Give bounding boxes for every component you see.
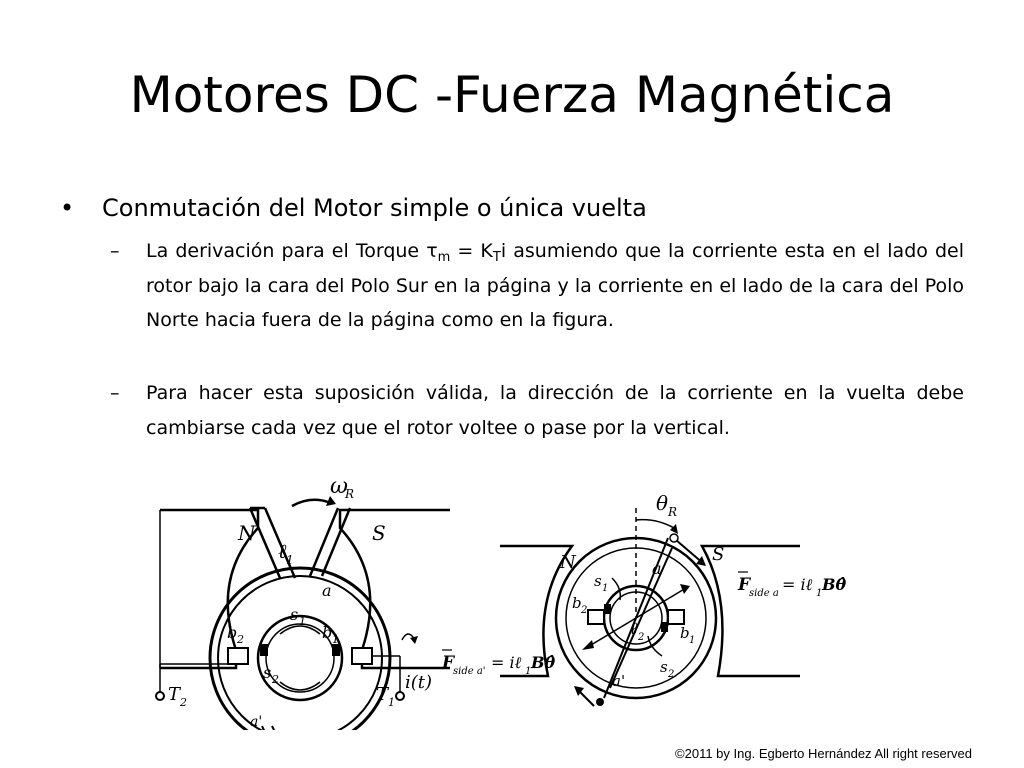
b2-label: b [227,623,237,642]
t2-label: T [168,684,182,705]
bullet-text: Conmutación del Motor simple o única vue… [102,194,647,222]
pole-n-label: N [237,521,257,545]
subbullet-dash: – [110,240,120,262]
slide-title: Motores DC -Fuerza Magnética [129,66,895,124]
t1-subscript: 1 [388,696,395,709]
a-prime-label: a' [612,672,625,690]
l2-subscript: 2 [637,632,644,643]
subbullet-text-part: = K [450,240,493,262]
s1-label: s [594,572,602,590]
tau-subscript: m [437,250,451,265]
s2-subscript: 2 [271,673,279,686]
force-side-a-label: F [737,575,752,595]
force-side-a-eq-subscript: 1 [816,588,822,599]
s1-label: s [290,605,298,624]
s2-label: s [263,663,271,682]
b1-subscript: 1 [689,635,695,646]
k-subscript: T [492,250,501,265]
omega-subscript: R [344,487,354,501]
b2-subscript: 2 [236,633,244,646]
subbullet-text: Para hacer esta suposición válida, la di… [146,382,964,439]
s2-label: s [660,658,668,676]
b1-label: b [322,623,332,642]
force-side-a-prime-subscript: side a' [453,666,486,677]
s1-subscript: 1 [602,583,608,594]
t1-label: T [376,684,390,705]
t2-subscript: 2 [179,696,187,709]
b1-subscript: 1 [332,633,339,646]
force-side-a-subscript: side a [749,588,779,599]
subbullet-text-part: i asumiendo que la corriente esta en el … [146,240,964,331]
pole-n-label: N [559,552,577,573]
omega-label: ω [330,474,348,499]
subbullet-text-part: La derivación para el Torque τ [146,240,438,262]
a-prime-label: a' [250,714,262,730]
force-side-a-tail: Bθ̂ [821,575,847,594]
single-loop-motor-diagram: ω R N S ℓ 1 a s 1 b 1 b 2 s 2 i(t) T 2 T… [155,474,450,730]
force-side-a-prime-equation: = iℓ [491,653,522,672]
b2-subscript: 2 [580,605,587,616]
bullet-dot: • [60,194,75,222]
force-side-a-prime-label: F [441,653,456,673]
s1-subscript: 1 [299,615,306,628]
subbullet-2: – Para hacer esta suposición válida, la … [110,376,964,445]
s2-subscript: 2 [667,669,674,680]
l1-label: ℓ [278,539,287,563]
l2-label: ℓ [630,619,637,639]
torque-derivation-diagram: θ R N S a s 1 b 2 ℓ 2 b 1 s 2 a' F side … [441,491,847,707]
subbullet-1: – La derivación para el Torque τm = KTi … [110,234,964,338]
l1-subscript: 1 [286,553,294,567]
current-label: i(t) [405,672,432,693]
subbullet-dash: – [110,382,120,404]
force-side-a-prime-tail: Bθ̂ [530,653,556,672]
pole-s-label: S [372,521,386,545]
force-side-a-prime-eq-subscript: 1 [525,666,531,677]
a-label: a [322,581,332,600]
pole-s-label: S [712,544,724,565]
copyright-notice: ©2011 by Ing. Egberto Hernández All righ… [675,746,972,761]
a-label: a [652,559,662,578]
theta-subscript: R [667,505,677,519]
b2-label: b [572,594,582,612]
force-side-a-equation: = iℓ [782,575,813,594]
subbullet-text: La derivación para el Torque τm = KTi as… [146,234,964,338]
b1-label: b [680,624,690,642]
theta-label: θ [656,491,668,515]
